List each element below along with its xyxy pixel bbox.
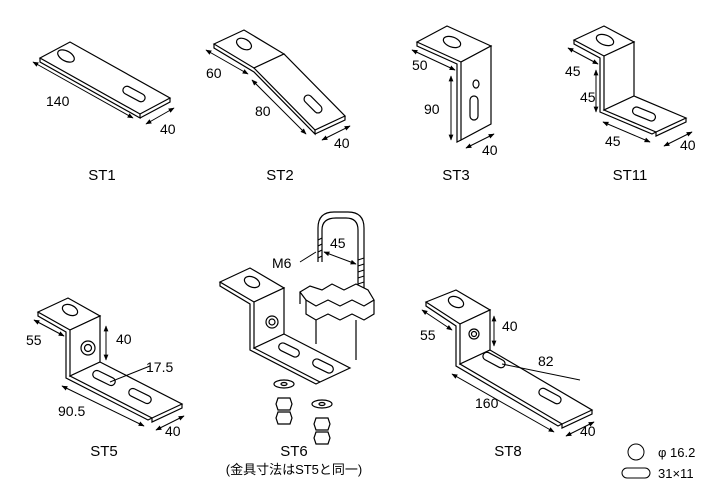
st3-dim-width: 40 <box>482 142 498 158</box>
st2-dim-slope: 80 <box>255 103 271 119</box>
st2-label: ST2 <box>266 167 294 184</box>
st11-dim-base: 45 <box>605 133 621 149</box>
st11-dim-top: 45 <box>565 63 581 79</box>
st3-dim-top: 50 <box>412 57 428 73</box>
st5-dim-offset: 17.5 <box>146 359 173 375</box>
st2-dim-width: 40 <box>334 135 350 151</box>
st11-drawing <box>567 25 693 147</box>
st6-note: (金具寸法はST5と同一) <box>226 462 363 477</box>
st8-dim-length: 160 <box>475 395 499 411</box>
st3-drawing <box>411 25 495 149</box>
st2-dim-top: 60 <box>206 65 222 81</box>
st8-dim-top: 55 <box>420 327 436 343</box>
st8-dim-offset: 82 <box>538 353 554 369</box>
st6-dim-span: 45 <box>330 235 346 251</box>
st6-label: ST6 <box>280 443 308 460</box>
st11-dim-height: 45 <box>580 89 596 105</box>
st8-drawing <box>421 289 595 437</box>
st5-label: ST5 <box>90 443 118 460</box>
st5-dim-length: 90.5 <box>58 403 85 419</box>
st5-drawing <box>33 297 185 431</box>
hole-legend-icon <box>627 443 645 461</box>
slot-legend-icon <box>621 467 651 479</box>
legend-hole-text: φ 16.2 <box>658 445 695 460</box>
st5-dim-width: 40 <box>165 423 181 439</box>
legend-slot-text: 31×11 <box>658 466 694 481</box>
st8-dim-height: 40 <box>502 318 518 334</box>
legend: φ 16.2 31×11 <box>621 443 695 481</box>
st1-label: ST1 <box>88 167 116 184</box>
st6-drawing <box>218 211 375 445</box>
st2-drawing <box>205 29 351 141</box>
st5-dim-height: 40 <box>116 331 132 347</box>
st3-dim-height: 90 <box>424 101 440 117</box>
st8-dim-width: 40 <box>580 423 596 439</box>
st1-drawing <box>32 41 175 125</box>
st11-dim-width: 40 <box>680 137 696 153</box>
st6-dim-bolt: M6 <box>272 255 292 271</box>
st8-label: ST8 <box>494 443 522 460</box>
st1-dim-width: 40 <box>160 121 176 137</box>
st3-label: ST3 <box>442 167 470 184</box>
st1-dim-length: 140 <box>46 93 70 109</box>
st11-label: ST11 <box>613 167 648 184</box>
st5-dim-top: 55 <box>26 332 42 348</box>
